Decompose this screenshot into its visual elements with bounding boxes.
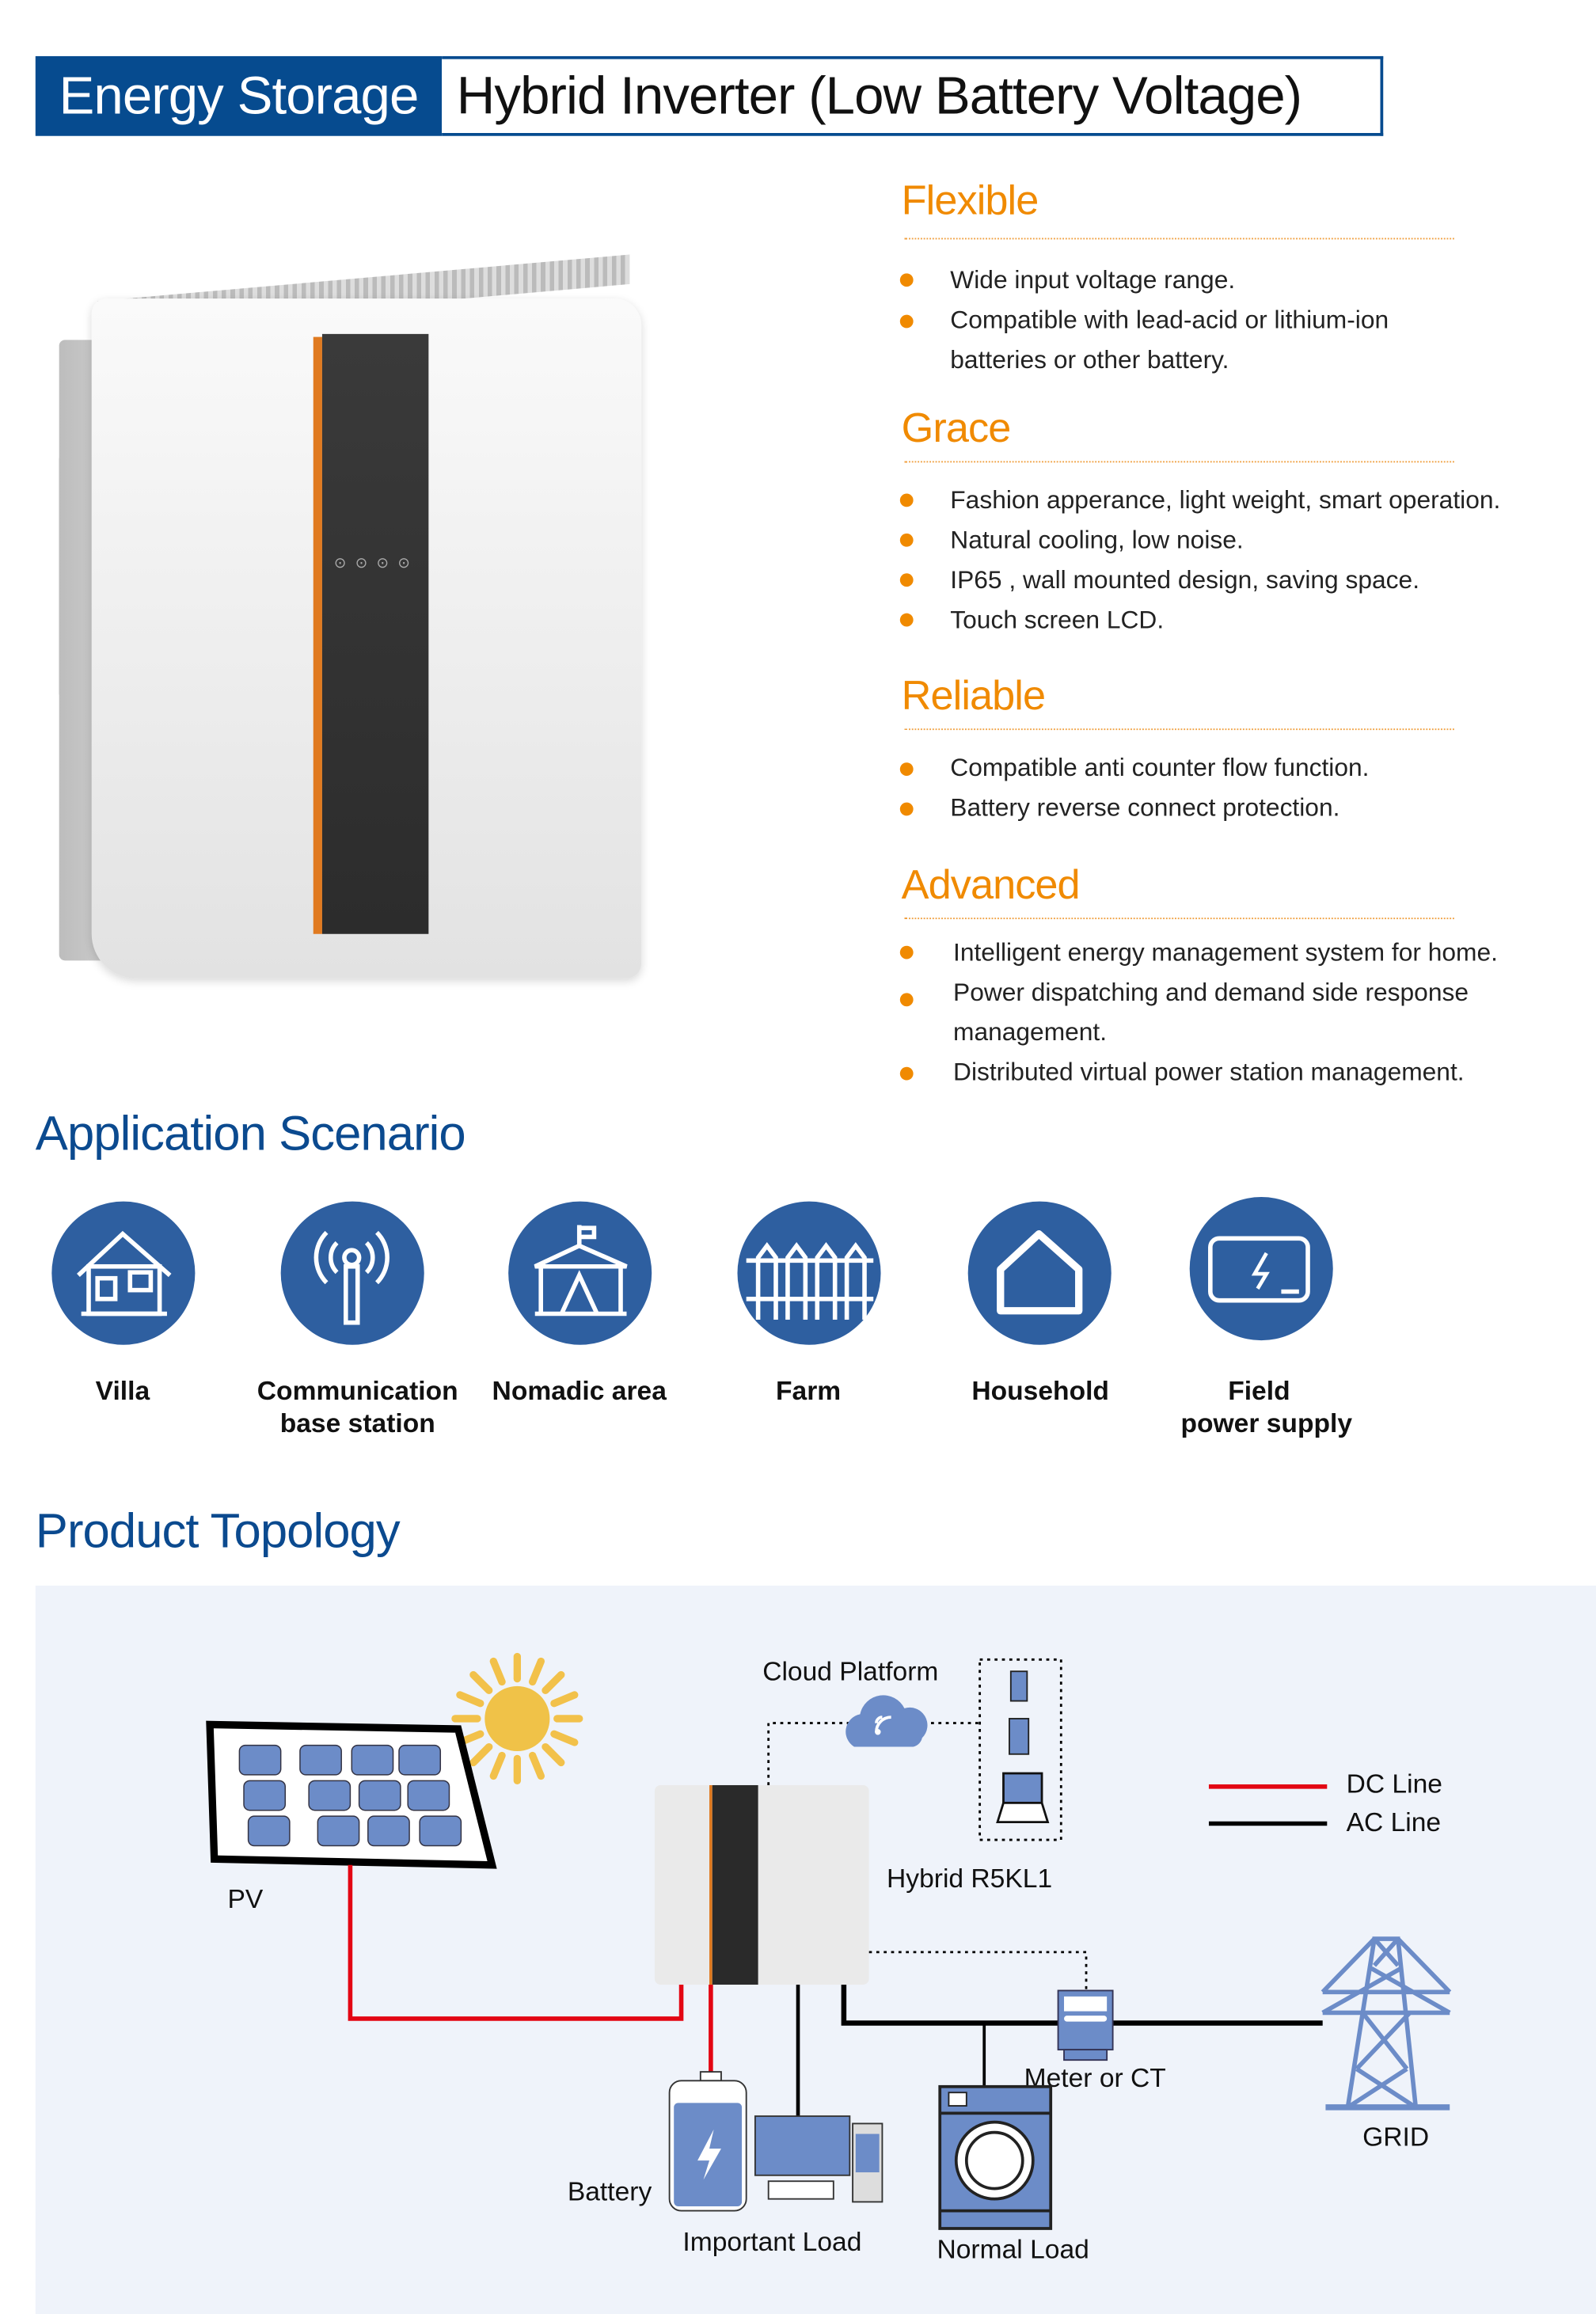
- feature-heading-advanced: Advanced: [901, 861, 1081, 908]
- feature-heading-grace: Grace: [901, 405, 1012, 451]
- phone-icon: [1009, 1670, 1028, 1702]
- app-label-farm: Farm: [775, 1375, 842, 1406]
- app-label-villa: Villa: [95, 1375, 150, 1406]
- dc-lines: [348, 1864, 713, 2078]
- normal-load-label: Normal Load: [937, 2235, 1089, 2264]
- divider: [904, 728, 1454, 731]
- power-screen-icon: [1189, 1197, 1333, 1341]
- villa-icon: [51, 1201, 196, 1345]
- feature-item: Fashion apperance, light weight, smart o…: [950, 486, 1501, 515]
- bullet-icon: [899, 993, 914, 1007]
- battery-icon: [668, 2071, 747, 2212]
- sun-ray: [550, 1691, 579, 1708]
- solar-cell: [407, 1780, 450, 1811]
- feature-item: IP65 , wall mounted design, saving space…: [950, 565, 1420, 595]
- app-label-field: Field: [1228, 1375, 1290, 1406]
- laptop-icon: [996, 1772, 1050, 1824]
- sun-ray: [542, 1670, 565, 1695]
- pv-label: PV: [227, 1885, 263, 1914]
- tent-icon: [508, 1201, 652, 1345]
- feature-item: Compatible with lead-acid or lithium-ion: [950, 306, 1389, 334]
- app-label-household: Household: [971, 1375, 1109, 1406]
- sun-ray: [469, 1742, 493, 1767]
- tablet-icon: [1009, 1718, 1030, 1755]
- divider: [904, 237, 1454, 240]
- feature-item: management.: [953, 1018, 1108, 1047]
- washing-machine-icon: [938, 2084, 1053, 2230]
- bullet-icon: [899, 945, 914, 959]
- app-label-nomadic: Nomadic area: [492, 1375, 667, 1406]
- solar-cell: [308, 1780, 352, 1811]
- grid-tower-icon: [1320, 1936, 1452, 2111]
- solar-cell: [367, 1815, 410, 1847]
- feature-item: Compatible anti counter flow function.: [950, 754, 1370, 782]
- bullet-icon: [899, 533, 914, 547]
- computer-icon: [754, 2115, 884, 2203]
- sun-ray: [550, 1730, 579, 1746]
- grid-label: GRID: [1362, 2122, 1429, 2152]
- solar-cell: [358, 1780, 401, 1811]
- sun-ray: [489, 1657, 506, 1686]
- app-label-communication-2: base station: [279, 1408, 435, 1438]
- important-load-label: Important Load: [682, 2228, 861, 2257]
- feature-item: Touch screen LCD.: [950, 606, 1165, 634]
- divider: [904, 918, 1454, 920]
- feature-item: Power dispatching and demand side respon…: [953, 978, 1469, 1007]
- feature-heading-flexible: Flexible: [901, 177, 1039, 223]
- inverter-product-image: ⊙⊙⊙⊙: [53, 254, 652, 990]
- solar-cell: [351, 1744, 394, 1776]
- antenna-icon: [280, 1201, 424, 1345]
- feature-item: batteries or other battery.: [950, 345, 1229, 374]
- bullet-icon: [899, 1066, 914, 1081]
- feature-item: Wide input voltage range.: [950, 266, 1236, 294]
- sun-icon: [451, 1652, 583, 1785]
- solar-cell: [243, 1780, 287, 1811]
- inverter-buttons: ⊙⊙⊙⊙: [333, 555, 420, 572]
- bullet-icon: [899, 273, 914, 287]
- category-label: Energy Storage: [35, 55, 443, 136]
- house-icon: [967, 1201, 1112, 1345]
- solar-cell: [299, 1744, 342, 1776]
- feature-item: Intelligent energy management system for…: [953, 938, 1498, 967]
- solar-panel-icon: [206, 1720, 497, 1869]
- product-title: Hybrid Inverter (Low Battery Voltage): [442, 55, 1384, 136]
- bullet-icon: [899, 762, 914, 777]
- bullet-icon: [899, 802, 914, 816]
- feature-item: Distributed virtual power station manage…: [953, 1058, 1465, 1087]
- battery-label: Battery: [568, 2178, 652, 2207]
- divider: [904, 461, 1454, 463]
- bullet-icon: [899, 613, 914, 627]
- solar-cell: [317, 1815, 360, 1847]
- sun-ray: [469, 1670, 493, 1695]
- sun-ray: [528, 1751, 545, 1780]
- bullet-icon: [899, 314, 914, 329]
- ac-line-label: AC Line: [1347, 1808, 1442, 1837]
- sun-ray: [456, 1691, 484, 1708]
- solar-cell: [238, 1744, 282, 1776]
- application-scenario-heading: Application Scenario: [35, 1105, 466, 1161]
- meter-icon: [1057, 1989, 1114, 2061]
- sun-ray: [489, 1751, 506, 1780]
- feature-heading-reliable: Reliable: [901, 672, 1046, 719]
- inverter-label: Hybrid R5KL1: [887, 1864, 1052, 1894]
- fence-icon: [737, 1201, 881, 1345]
- sun-ray: [542, 1742, 565, 1767]
- bullet-icon: [899, 573, 914, 587]
- solar-cell: [398, 1744, 442, 1776]
- solar-cell: [247, 1815, 291, 1847]
- app-label-communication: Communication: [256, 1375, 458, 1406]
- solar-cell: [419, 1815, 462, 1847]
- feature-item: Battery reverse connect protection.: [950, 793, 1340, 822]
- inverter-icon: [654, 1784, 869, 1985]
- bullet-icon: [899, 493, 914, 507]
- product-topology-heading: Product Topology: [35, 1503, 401, 1558]
- ac-lines: [796, 1984, 1323, 2117]
- sun-ray: [528, 1657, 545, 1686]
- cloud-icon: [846, 1695, 928, 1747]
- cloud-platform-label: Cloud Platform: [762, 1657, 938, 1686]
- app-label-field-2: power supply: [1180, 1408, 1353, 1438]
- feature-item: Natural cooling, low noise.: [950, 526, 1244, 555]
- dc-line-label: DC Line: [1347, 1769, 1442, 1799]
